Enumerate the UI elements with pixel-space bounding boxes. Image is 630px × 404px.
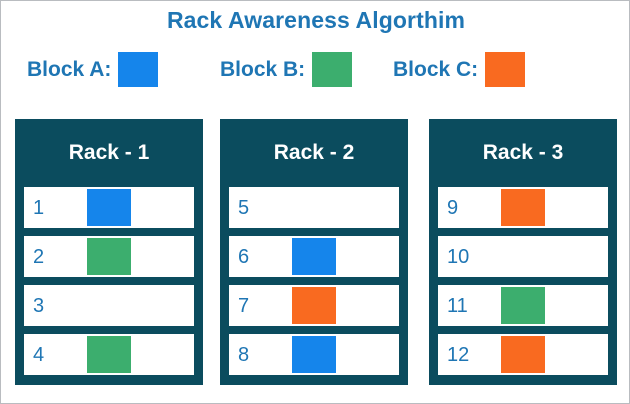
node-id: 5 — [238, 196, 250, 219]
rack-3-node-list: 9 10 11 12 — [438, 187, 608, 375]
node-row: 5 — [229, 187, 399, 228]
rack-3: Rack - 3 9 10 11 12 — [429, 119, 617, 385]
legend: Block A: Block B: Block C: — [1, 48, 629, 90]
legend-label-block-c: Block C: — [393, 57, 479, 81]
node-row: 1 — [24, 187, 194, 228]
node-block — [292, 238, 336, 275]
page-title: Rack Awareness Algorthim — [166, 7, 466, 33]
node-block — [501, 336, 545, 373]
rack-1-title: Rack - 1 — [68, 141, 150, 164]
node-block — [87, 336, 131, 373]
node-id: 9 — [447, 196, 459, 219]
node-id: 10 — [447, 245, 470, 268]
node-block — [292, 336, 336, 373]
node-row: 11 — [438, 285, 608, 326]
node-block — [87, 238, 131, 275]
node-block — [87, 189, 131, 226]
legend-label-block-a: Block A: — [27, 57, 112, 81]
legend-item-block-a: Block A: — [27, 48, 159, 90]
node-row: 10 — [438, 236, 608, 277]
node-id: 1 — [33, 196, 45, 219]
rack-1-node-list: 1 2 3 4 — [24, 187, 194, 375]
node-row: 9 — [438, 187, 608, 228]
node-row: 8 — [229, 334, 399, 375]
node-row: 7 — [229, 285, 399, 326]
node-id: 3 — [33, 294, 45, 317]
node-id: 2 — [33, 245, 45, 268]
node-id: 7 — [238, 294, 250, 317]
legend-item-block-c: Block C: — [393, 48, 526, 90]
node-block — [501, 189, 545, 226]
node-id: 8 — [238, 343, 250, 366]
blue-swatch — [118, 51, 159, 87]
node-row: 4 — [24, 334, 194, 375]
node-row: 6 — [229, 236, 399, 277]
node-id: 12 — [447, 343, 470, 366]
node-id: 4 — [33, 343, 45, 366]
node-id: 6 — [238, 245, 250, 268]
node-row: 12 — [438, 334, 608, 375]
legend-item-block-b: Block B: — [220, 48, 353, 90]
rack-1: Rack - 1 1 2 3 4 — [15, 119, 203, 385]
rack-group: Rack - 1 1 2 3 4 — [1, 119, 629, 387]
rack-2: Rack - 2 5 6 7 8 — [220, 119, 408, 385]
legend-label-block-b: Block B: — [220, 57, 306, 81]
orange-swatch — [485, 51, 526, 87]
green-swatch — [312, 51, 353, 87]
node-row: 2 — [24, 236, 194, 277]
rack-2-node-list: 5 6 7 8 — [229, 187, 399, 375]
rack-2-title: Rack - 2 — [273, 141, 355, 164]
node-row: 3 — [24, 285, 194, 326]
node-block — [501, 287, 545, 324]
rack-3-title: Rack - 3 — [482, 141, 564, 164]
node-block — [292, 287, 336, 324]
node-id: 11 — [447, 294, 468, 317]
